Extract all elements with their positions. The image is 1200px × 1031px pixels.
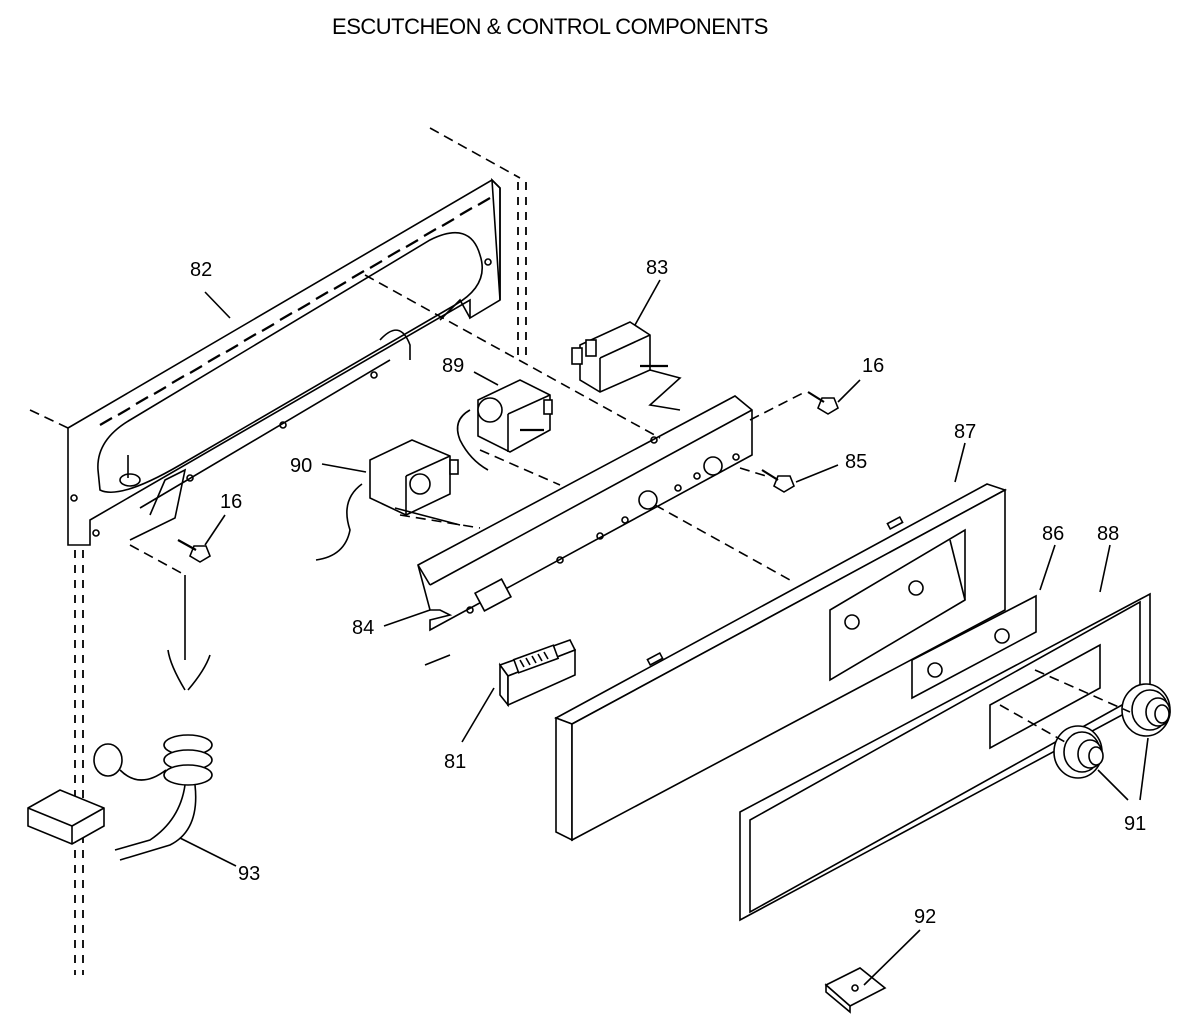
callout-81: 81 [444,751,466,773]
callout-labels: 82 83 16 89 90 85 87 16 86 88 84 81 91 9… [190,257,1146,928]
callout-92: 92 [914,906,936,928]
callout-89: 89 [442,355,464,377]
part-87-escutcheon [554,483,1008,842]
callout-86: 86 [1042,523,1064,545]
vent-slots [99,197,491,426]
diagram-title: ESCUTCHEON & CONTROL COMPONENTS [332,14,768,39]
callout-16-right: 16 [862,355,884,377]
screw-85 [761,469,795,493]
callout-91: 91 [1124,813,1146,835]
part-82-control-bracket [67,177,501,546]
callout-16-left: 16 [220,491,242,513]
part-89-thermostat [456,379,553,471]
left-reference-line [74,535,84,975]
part-93-wire-harness [27,544,213,861]
top-reference-lines [29,127,527,429]
callout-85: 85 [845,451,867,473]
callout-84: 84 [352,617,374,639]
screw-16-right [807,391,839,415]
callout-87: 87 [954,421,976,443]
knob-upper [1121,683,1171,737]
callout-93: 93 [238,863,260,885]
part-81-terminal-block [498,639,577,708]
screw-16-left [177,539,211,563]
callout-90: 90 [290,455,312,477]
part-91-knobs [1053,683,1171,779]
part-86-insert [911,594,1037,700]
part-84-control-plate [417,395,753,666]
callout-82: 82 [190,259,212,281]
knob-lower [1053,725,1104,779]
callout-88: 88 [1097,523,1119,545]
leader-lines [179,274,1149,986]
part-83-switch [571,321,682,411]
callout-83: 83 [646,257,668,279]
part-92-clip [824,967,887,1014]
part-90-thermostat [315,439,461,561]
